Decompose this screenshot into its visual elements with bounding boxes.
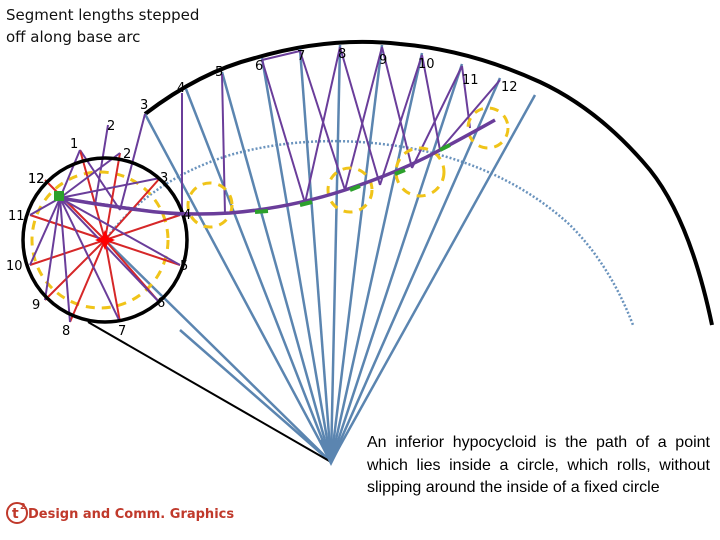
radial-line-9: [329, 63, 464, 463]
base-arc-label: 3: [140, 98, 148, 113]
rolling-circle-centre: [95, 230, 115, 250]
chord: [44, 197, 61, 301]
spoke: [29, 239, 106, 266]
radial-line-4: [260, 57, 333, 463]
rolling-circle-label: 2: [123, 147, 131, 162]
radial-line-1: [143, 113, 333, 463]
radial-line-6: [329, 44, 342, 463]
spoke: [44, 239, 106, 301]
logo-mark-sup: 2: [20, 502, 26, 511]
diagram-title: Segment lengths stepped off along base a…: [6, 6, 200, 46]
base-arc-label: 1: [70, 137, 78, 152]
chord: [59, 149, 81, 199]
base-arc-label: 6: [255, 59, 263, 74]
radial-line-5: [298, 48, 333, 463]
radial-lines: [104, 44, 537, 463]
chord: [29, 197, 61, 266]
fan-tangent-line: [87, 321, 332, 463]
rolling-circle-label: 7: [118, 324, 126, 339]
chord: [59, 177, 161, 199]
brand-logo: t 2 Design and Comm. Graphics: [4, 499, 244, 533]
rolling-circle-label: 12: [28, 172, 45, 187]
rolling-circle-position: [394, 146, 446, 198]
radial-line-7: [329, 44, 384, 463]
purple-segment: [261, 59, 306, 204]
chord: [59, 152, 121, 199]
purple-segment: [339, 46, 381, 186]
rolling-circle-label: 10: [6, 259, 23, 274]
purple-segments: [79, 46, 501, 215]
rolling-circle-labels: 2 3 4 5 6 7 8 9 10 11 12 12: [6, 147, 191, 339]
purple-segment: [439, 79, 501, 151]
rolling-circle-label: 11: [8, 209, 25, 224]
rolling-circle-label: 8: [62, 324, 70, 339]
base-arc-label: 8: [338, 47, 346, 62]
rolling-circle-label: 4: [183, 208, 191, 223]
centre-path-arc: [104, 139, 635, 326]
radial-line-3: [220, 71, 333, 463]
chord: [59, 197, 121, 323]
purple-segment: [344, 46, 383, 191]
fixed-circle-arc: [143, 39, 714, 326]
radial-line-13: [179, 329, 332, 463]
spoke: [69, 239, 106, 323]
base-arc-labels: 1 2 3 4 5 6 7 8 9 10 11 12: [70, 47, 518, 152]
rolling-circle-label: 6: [157, 296, 165, 311]
spoke: [44, 179, 106, 241]
rolling-circle-label: 9: [32, 298, 40, 313]
purple-segment: [221, 73, 226, 215]
spoke: [104, 239, 181, 266]
purple-segment: [379, 54, 423, 186]
base-arc-label: 4: [177, 81, 185, 96]
radial-line-10: [329, 77, 502, 463]
purple-segment: [421, 54, 441, 151]
base-arc-label: 2: [107, 119, 115, 134]
purple-segment: [411, 65, 463, 169]
rolling-circle-position: [30, 170, 170, 310]
rolling-circle-positions: [30, 106, 510, 310]
spoke: [104, 214, 181, 241]
radial-line-12: [104, 239, 332, 463]
radial-line-2: [184, 88, 333, 463]
radial-line-11: [329, 94, 537, 463]
purple-segment: [381, 46, 413, 169]
start-point-marker: [54, 191, 64, 201]
base-arc-label: 5: [215, 65, 223, 80]
radial-line-8: [329, 52, 424, 463]
rolling-circle-label: 12: [28, 172, 45, 187]
hypocycloid-curve: [59, 118, 496, 216]
hypocycloid-highlight: [254, 143, 451, 214]
logo-text: Design and Comm. Graphics: [28, 507, 235, 522]
purple-segment: [261, 50, 301, 61]
rolling-circle: [21, 156, 189, 324]
base-arc-label: 7: [297, 49, 305, 64]
chord: [59, 197, 161, 304]
logo-mark: t: [12, 506, 19, 522]
base-arc-label: 9: [379, 53, 387, 68]
purple-segment: [94, 124, 109, 206]
spoke: [79, 149, 106, 241]
spoke: [104, 239, 121, 323]
fan-apex: [318, 440, 344, 466]
chord: [59, 197, 181, 266]
rolling-circle-label: 5: [180, 259, 188, 274]
rolling-circle-position: [466, 106, 510, 150]
logo-badge-icon: t 2: [6, 502, 28, 524]
rolling-circle-position: [186, 181, 234, 229]
base-arc-label: 12: [501, 80, 518, 95]
base-arc-label: 10: [418, 57, 435, 72]
description-text: An inferior hypocycloid is the path of a…: [367, 434, 710, 496]
spoke: [29, 214, 106, 241]
rolling-circle-position: [326, 166, 374, 214]
base-arc-label: 11: [462, 73, 479, 88]
rolling-circle-label: 3: [160, 171, 168, 186]
purple-segment: [304, 46, 341, 204]
chord: [59, 197, 71, 323]
